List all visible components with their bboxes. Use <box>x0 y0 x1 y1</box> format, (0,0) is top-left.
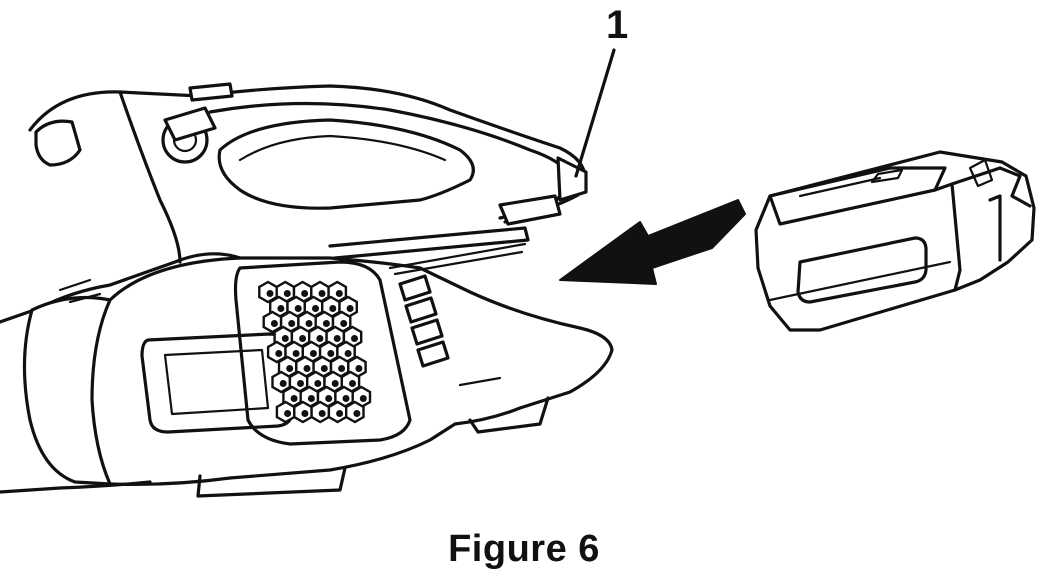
grille-cell-shadow <box>284 410 292 417</box>
grille-cell-shadow <box>288 320 296 327</box>
grille-cell-shadow <box>301 410 309 417</box>
grille-cell-shadow <box>336 410 344 417</box>
honeycomb-grille <box>258 280 372 424</box>
grille-cell-shadow <box>318 410 326 417</box>
grille-cell-shadow <box>281 335 289 342</box>
grille-cell-shadow <box>275 350 283 357</box>
grille-cell-shadow <box>303 365 311 372</box>
grille-cell-shadow <box>283 290 291 297</box>
grille-cell-shadow <box>307 395 315 402</box>
grille-cell-shadow <box>277 305 285 312</box>
insert-arrow-icon <box>559 199 746 285</box>
grille-cell-shadow <box>314 380 322 387</box>
grille-cell-shadow <box>320 365 328 372</box>
grille-cell-shadow <box>292 350 300 357</box>
grille-cell-shadow <box>355 365 363 372</box>
grille-cell-shadow <box>349 380 356 387</box>
grille-cell-shadow <box>279 380 287 387</box>
grille-cell-shadow <box>353 410 361 417</box>
grille-cell-shadow <box>299 335 307 342</box>
callout-number: 1 <box>606 3 628 47</box>
grille-cell-shadow <box>322 320 330 327</box>
grille-cell-shadow <box>312 305 319 312</box>
grille-cell-shadow <box>346 305 354 312</box>
grille-cell-shadow <box>316 335 324 342</box>
grille-cell-shadow <box>333 335 341 342</box>
grille-cell-shadow <box>301 290 309 297</box>
grille-cell-shadow <box>327 350 335 357</box>
grille-cell-shadow <box>351 335 358 342</box>
grille-cell-shadow <box>318 290 326 297</box>
grille-cell-shadow <box>270 320 278 327</box>
grille-cell-shadow <box>297 380 304 387</box>
grille-cell-shadow <box>294 305 302 312</box>
grille-cell-shadow <box>331 380 339 387</box>
blower-tool <box>0 82 614 498</box>
grille-cell-shadow <box>290 395 298 402</box>
callout-1: 1 <box>574 3 628 178</box>
grille-cell-shadow <box>266 290 274 297</box>
battery-pack <box>754 150 1036 332</box>
grille-cell-shadow <box>286 365 294 372</box>
figure-caption: Figure 6 <box>448 528 600 570</box>
grille-cell-shadow <box>329 305 337 312</box>
grille-cell-shadow <box>309 350 317 357</box>
grille-cell-shadow <box>335 290 343 297</box>
grille-cell-shadow <box>338 365 346 372</box>
grille-cell-shadow <box>359 395 367 402</box>
grille-cell-shadow <box>344 350 352 357</box>
grille-cell-shadow <box>342 395 350 402</box>
grille-cell-shadow <box>325 395 333 402</box>
grille-cell-shadow <box>305 320 313 327</box>
grille-cell-shadow <box>340 320 348 327</box>
